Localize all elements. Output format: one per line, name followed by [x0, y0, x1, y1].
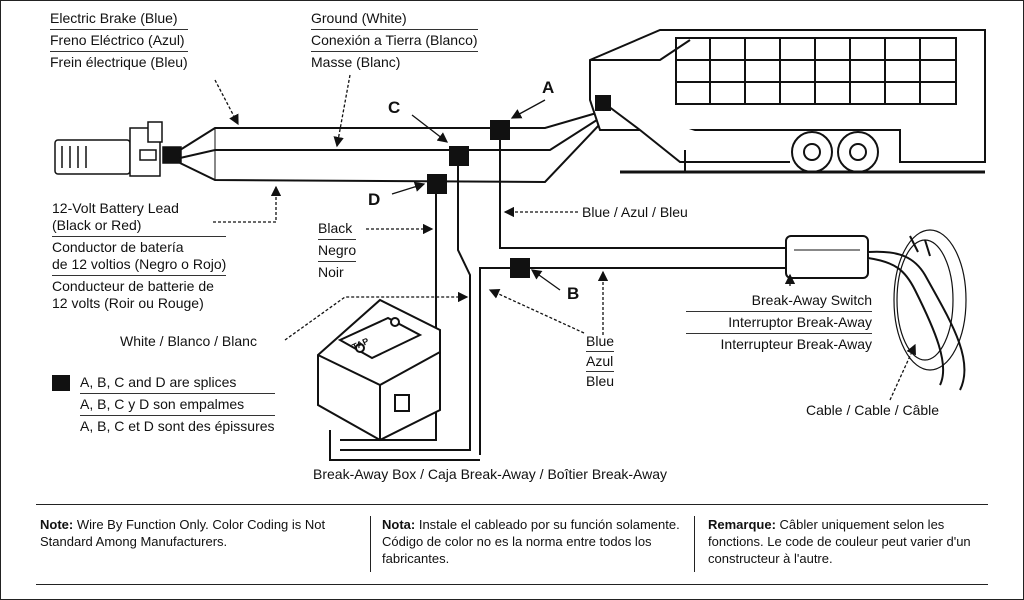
wire-harness	[179, 111, 601, 184]
breakaway-switch-label: Break-Away Switch Interruptor Break-Away…	[686, 290, 872, 355]
battery-lead-fr-1: Conducteur de batterie de	[52, 278, 214, 294]
note-en-title: Note:	[40, 517, 74, 532]
splices-es: A, B, C y D son empalmes	[80, 394, 275, 416]
blue-es: Azul	[586, 352, 615, 372]
note-fr-text: Câbler uniquement selon les fonctions. L…	[708, 517, 971, 566]
battery-lead-es-1: Conductor de batería	[52, 239, 184, 255]
breakaway-switch-icon	[785, 229, 967, 391]
splices-fr: A, B, C et D sont des épissures	[80, 418, 275, 434]
note-es-title: Nota:	[382, 517, 416, 532]
breakaway-box-label: Break-Away Box / Caja Break-Away / Boîti…	[313, 466, 668, 482]
breakaway-box-icon	[317, 298, 441, 442]
blue-stack-label: Blue Azul Bleu	[586, 332, 615, 391]
note-fr: Remarque: Câbler uniquement selon les fo…	[708, 516, 988, 567]
connector-plug-icon	[54, 121, 182, 177]
breakaway-wiring	[329, 130, 790, 461]
battery-lead-es-2: de 12 voltios (Negro o Rojo)	[52, 256, 227, 276]
notes-section: Note: Wire By Function Only. Color Codin…	[0, 502, 1024, 582]
electric-brake-es: Freno Eléctrico (Azul)	[50, 30, 188, 52]
battery-lead-en-2: (Black or Red)	[52, 217, 227, 237]
splice-key-swatch	[52, 375, 70, 391]
splice-letter-b: B	[567, 284, 580, 303]
splices-en: A, B, C and D are splices	[80, 372, 275, 394]
note-es-text: Instale el cableado por su función solam…	[382, 517, 680, 566]
blue-fr: Bleu	[586, 373, 615, 389]
notes-separator-1	[370, 516, 371, 572]
white-wire-label: White / Blanco / Blanc	[120, 333, 257, 349]
battery-lead-fr-2: 12 volts (Roir ou Rouge)	[52, 295, 204, 311]
note-en: Note: Wire By Function Only. Color Codin…	[40, 516, 358, 550]
cable-label: Cable / Cable / Câble	[806, 402, 940, 418]
battery-lead-en-1: 12-Volt Battery Lead	[52, 200, 179, 216]
notes-separator-2	[694, 516, 695, 572]
ground-es: Conexión a Tierra (Blanco)	[311, 30, 478, 52]
notes-bottom-rule	[36, 584, 988, 585]
note-es: Nota: Instale el cableado por su función…	[382, 516, 682, 567]
switch-es: Interruptor Break-Away	[686, 312, 872, 334]
blue-wire-label: Blue / Azul / Bleu	[582, 204, 688, 220]
splice-letter-d: D	[368, 190, 381, 209]
splice-d	[427, 174, 447, 194]
ground-en: Ground (White)	[311, 8, 478, 30]
black-wire-label: Black Negro Noir	[318, 218, 357, 283]
leader-lines	[213, 74, 916, 401]
splice-a	[490, 120, 510, 140]
splice-letter-a: A	[542, 78, 555, 97]
splice-markers	[427, 120, 530, 278]
note-en-text: Wire By Function Only. Color Coding is N…	[40, 517, 326, 549]
splices-legend: A, B, C and D are splices A, B, C y D so…	[80, 372, 275, 437]
electric-brake-fr: Frein électrique (Bleu)	[50, 54, 188, 70]
black-es: Negro	[318, 240, 357, 262]
black-en: Black	[318, 218, 357, 240]
splice-b	[510, 258, 530, 278]
black-fr: Noir	[318, 264, 344, 280]
note-fr-title: Remarque:	[708, 517, 776, 532]
notes-top-rule	[36, 504, 988, 505]
switch-en: Break-Away Switch	[686, 290, 872, 312]
ground-label: Ground (White) Conexión a Tierra (Blanco…	[311, 8, 478, 73]
electric-brake-en: Electric Brake (Blue)	[50, 8, 188, 30]
splice-c	[449, 146, 469, 166]
switch-fr: Interrupteur Break-Away	[720, 336, 872, 352]
electric-brake-label: Electric Brake (Blue) Freno Eléctrico (A…	[50, 8, 188, 73]
blue-en: Blue	[586, 332, 615, 352]
battery-lead-label: 12-Volt Battery Lead (Black or Red) Cond…	[52, 200, 227, 314]
ground-fr: Masse (Blanc)	[311, 54, 401, 70]
trailer-icon	[589, 29, 986, 174]
splice-letter-c: C	[388, 98, 401, 117]
